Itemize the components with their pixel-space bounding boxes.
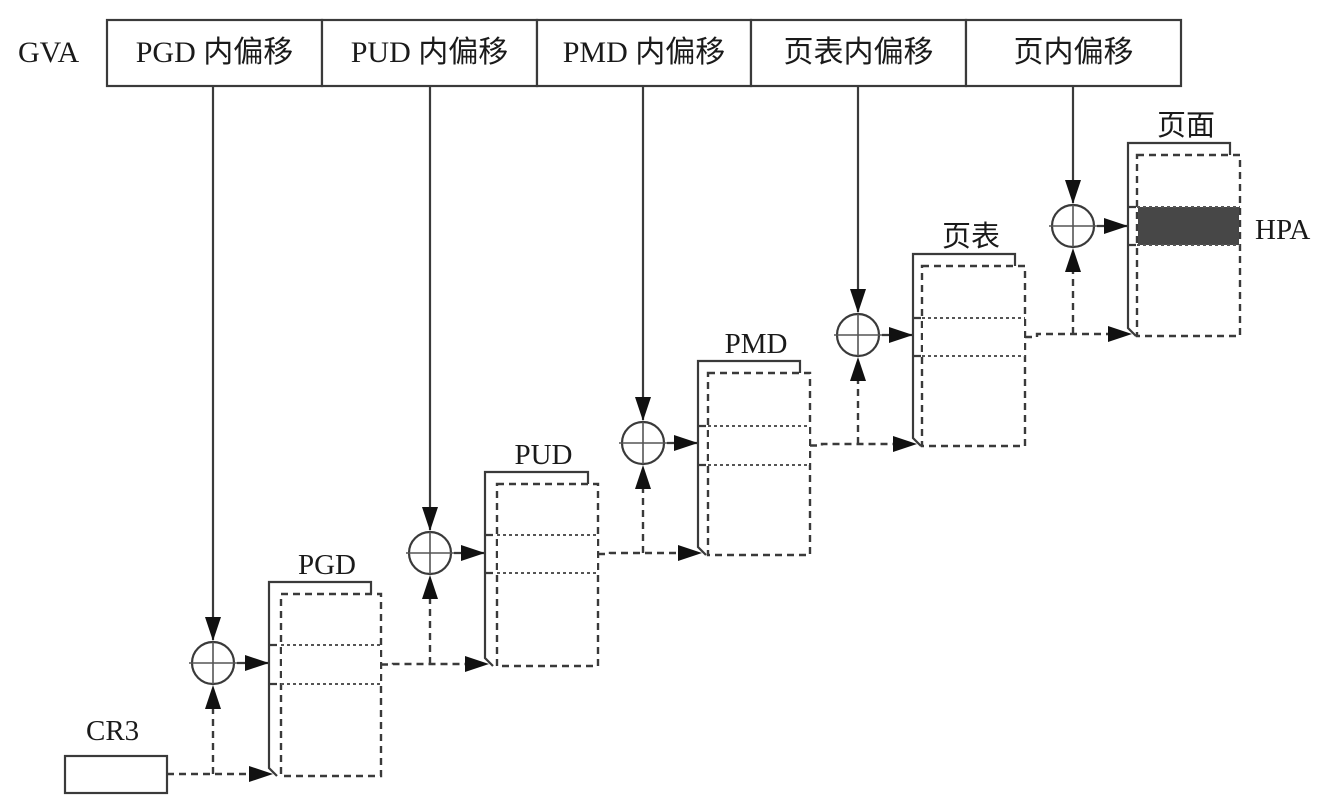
base-arrow-icon <box>465 656 489 672</box>
stage-3: PMD <box>598 86 812 561</box>
table-entry <box>709 426 809 465</box>
table-entry <box>282 645 380 684</box>
offset-arrow-icon <box>1065 180 1081 204</box>
table-entry <box>923 318 1024 356</box>
base-up-arrow-icon <box>635 465 651 489</box>
entry-arrow-icon <box>245 655 269 671</box>
gva-field-label: PMD 内偏移 <box>563 36 726 69</box>
stage-2: PUD <box>381 86 600 672</box>
cr3-label: CR3 <box>86 715 139 747</box>
gva-field-label: PUD 内偏移 <box>351 36 509 69</box>
stage-1: PGD <box>167 86 383 782</box>
base-arrow-icon <box>893 436 917 452</box>
table-frame <box>267 580 373 777</box>
table-entry <box>498 535 597 573</box>
stage-title: PUD <box>514 439 572 471</box>
stage-4: 页表 <box>810 86 1027 452</box>
gva-field-label: 页内偏移 <box>1014 36 1134 69</box>
adder-icon <box>189 640 237 686</box>
entry-arrow-icon <box>461 545 485 561</box>
gva-field-4: 页表内偏移 <box>749 18 968 88</box>
base-arrow-icon <box>678 545 702 561</box>
entry-ticks <box>1128 205 1136 247</box>
cr3-register-box <box>63 754 169 795</box>
stage-title: PGD <box>298 549 356 581</box>
base-up-arrow-icon <box>205 685 221 709</box>
offset-arrow-icon <box>422 507 438 531</box>
base-pointer-line <box>810 442 893 447</box>
gva-field-5: 页内偏移 <box>964 18 1183 88</box>
adder-icon <box>1049 203 1097 249</box>
stage-title: PMD <box>725 328 788 360</box>
gva-field-box <box>105 18 324 88</box>
adder-icon <box>834 312 882 358</box>
base-arrow-icon <box>1108 326 1132 342</box>
base-up-arrow-icon <box>422 575 438 599</box>
translation-stages: PGD PUD PMD 页表 页面 <box>167 86 1242 782</box>
gva-field-label: 页表内偏移 <box>784 36 934 69</box>
gva-field-2: PUD 内偏移 <box>320 18 539 88</box>
result-entry <box>1138 207 1239 245</box>
table-frame <box>911 252 1017 447</box>
base-arrow-icon <box>249 766 273 782</box>
stage-title: 页表 <box>942 220 1000 253</box>
adder-icon <box>619 420 667 466</box>
base-pointer-line <box>381 662 465 666</box>
offset-arrow-icon <box>635 397 651 421</box>
entry-ticks <box>913 316 921 358</box>
gva-field-1: PGD 内偏移 <box>105 18 324 88</box>
offset-arrow-icon <box>205 617 221 641</box>
hpa-label: HPA <box>1255 214 1310 246</box>
base-up-arrow-icon <box>1065 248 1081 272</box>
base-up-arrow-icon <box>850 357 866 381</box>
offset-arrow-icon <box>850 289 866 313</box>
stage-5: 页面 <box>1025 86 1242 342</box>
gva-field-box <box>535 18 753 88</box>
entry-arrow-icon <box>674 435 698 451</box>
gva-address-fields: PGD 内偏移 PUD 内偏移 PMD 内偏移 页表内偏移 页内偏移 <box>105 18 1183 88</box>
gva-label: GVA <box>18 36 79 69</box>
table-frame <box>1126 141 1232 337</box>
gva-field-box <box>320 18 539 88</box>
table-frame <box>483 470 590 667</box>
table-frame <box>696 359 802 556</box>
entry-ticks <box>698 424 706 467</box>
base-pointer-line <box>1025 332 1108 339</box>
stage-title: 页面 <box>1157 110 1215 142</box>
table-body <box>495 482 600 668</box>
entry-arrow-icon <box>889 327 913 343</box>
entry-arrow-icon <box>1104 218 1128 234</box>
gva-field-label: PGD 内偏移 <box>136 36 294 69</box>
base-pointer-line <box>598 551 678 556</box>
adder-icon <box>406 530 454 576</box>
table-body <box>706 371 812 557</box>
entry-ticks <box>485 533 493 575</box>
entry-ticks <box>269 643 277 686</box>
table-body <box>1135 153 1242 338</box>
gva-field-3: PMD 内偏移 <box>535 18 753 88</box>
